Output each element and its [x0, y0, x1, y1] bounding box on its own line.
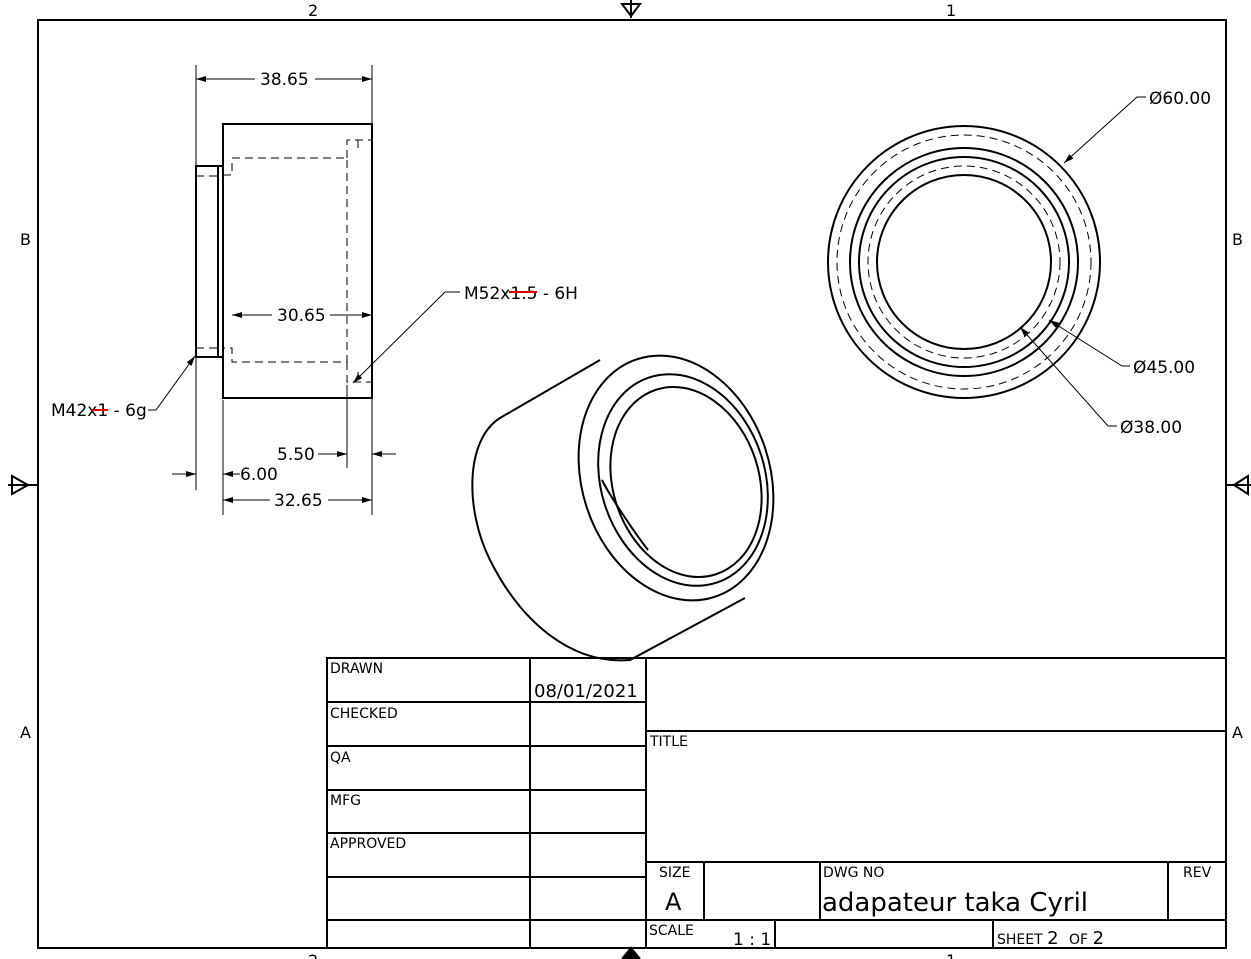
dwg-no-value: adapateur taka Cyril [822, 888, 1088, 918]
zone-label: B [20, 230, 31, 249]
sheet-info: SHEET 2 OF 2 [997, 928, 1104, 949]
dimension-thread-depth: 5.50 [277, 445, 315, 465]
approved-label: APPROVED [330, 836, 406, 852]
side-view: 38.65 30.65 5.50 6.00 32.65 M52x1.5 - 6H… [51, 65, 578, 515]
scale-value: 1 : 1 [733, 930, 771, 950]
mfg-label: MFG [330, 793, 361, 809]
size-value: A [665, 888, 682, 916]
zone-label: 2 [308, 1, 318, 20]
zone-label: 1 [946, 951, 956, 959]
isometric-view [471, 354, 775, 662]
diameter-mid: Ø45.00 [1133, 358, 1195, 378]
title-block: DRAWN 08/01/2021 CHECKED QA MFG APPROVED… [326, 657, 1227, 950]
dwg-no-label: DWG NO [823, 865, 884, 881]
zone-label: 1 [946, 1, 956, 20]
end-view: Ø60.00 Ø45.00 Ø38.00 [827, 89, 1211, 438]
qa-label: QA [330, 750, 351, 766]
zone-label: 2 [308, 951, 318, 959]
size-label: SIZE [659, 865, 690, 881]
checked-label: CHECKED [330, 706, 398, 722]
diameter-inner: Ø38.00 [1120, 418, 1182, 438]
drawn-date: 08/01/2021 [534, 681, 638, 702]
scale-label: SCALE [649, 923, 694, 939]
zone-label: B [1232, 230, 1243, 249]
centering-mark-icon [8, 0, 1251, 959]
zone-label: A [20, 723, 31, 742]
dimension-overall: 38.65 [260, 70, 309, 90]
diameter-outer: Ø60.00 [1149, 89, 1211, 109]
dimension-body: 32.65 [274, 491, 323, 511]
zone-label: A [1232, 723, 1243, 742]
thread-callout-internal: M52x1.5 - 6H [464, 284, 578, 304]
dimension-bore-depth: 30.65 [277, 306, 326, 326]
drawn-label: DRAWN [330, 661, 383, 677]
sheet-border [37, 19, 1227, 949]
rev-label: REV [1183, 865, 1212, 881]
dimension-flange: 6.00 [240, 465, 278, 485]
title-label: TITLE [649, 734, 688, 750]
